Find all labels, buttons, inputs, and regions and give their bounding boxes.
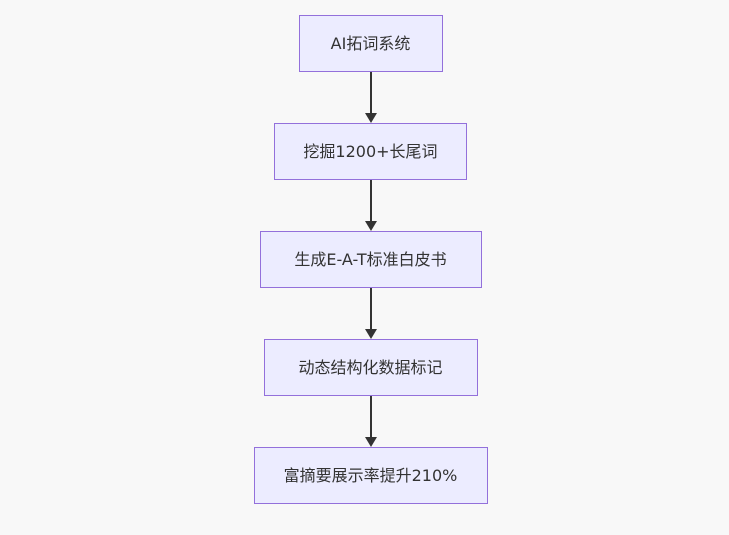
arrow-line: [369, 72, 372, 113]
node-label: AI拓词系统: [330, 33, 411, 53]
flow-arrow: [364, 72, 377, 123]
arrow-line: [369, 180, 372, 221]
flowchart: AI拓词系统 挖掘1200+长尾词 生成E-A-T标准白皮书 动态结构化数据标记: [0, 15, 729, 504]
node-ai-expansion-system: AI拓词系统: [298, 15, 443, 72]
arrow-line: [369, 288, 372, 329]
node-label: 挖掘1200+长尾词: [303, 141, 438, 161]
node-dynamic-structured-data-markup: 动态结构化数据标记: [263, 339, 478, 396]
flow-arrow: [364, 288, 377, 339]
node-label: 生成E-A-T标准白皮书: [294, 249, 447, 269]
flow-arrow: [364, 396, 377, 447]
node-eat-whitepaper-generation: 生成E-A-T标准白皮书: [259, 231, 482, 288]
flow-arrow: [364, 180, 377, 231]
arrowhead-down-icon: [364, 437, 377, 447]
arrowhead-down-icon: [364, 221, 377, 231]
node-label: 富摘要展示率提升210%: [283, 465, 458, 485]
arrowhead-down-icon: [364, 113, 377, 123]
arrow-line: [369, 396, 372, 437]
node-label: 动态结构化数据标记: [298, 357, 443, 377]
arrowhead-down-icon: [364, 329, 377, 339]
node-longtail-keyword-mining: 挖掘1200+长尾词: [274, 123, 467, 180]
node-rich-snippet-rate-result: 富摘要展示率提升210%: [253, 447, 488, 504]
